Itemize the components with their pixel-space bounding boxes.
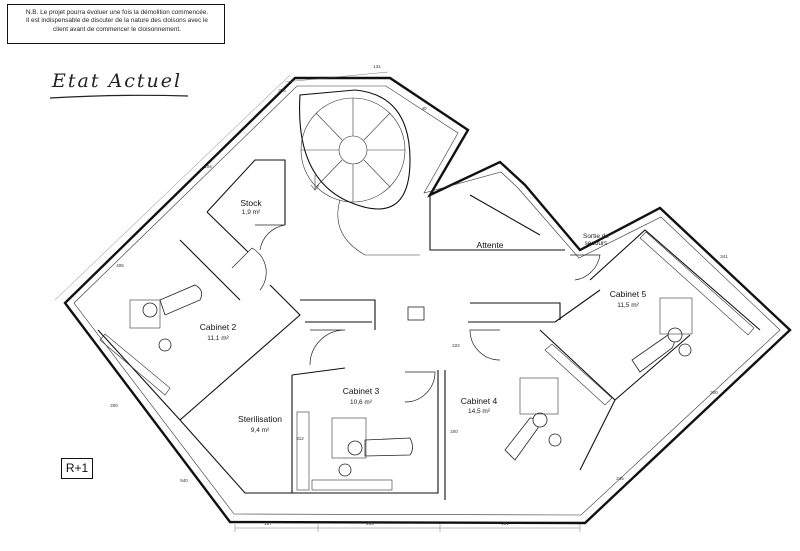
title-underline — [49, 94, 189, 99]
plan-title: Etat Actuel — [52, 70, 183, 92]
interior-walls — [97, 159, 761, 500]
room-cabinet3-name: Cabinet 3 — [343, 386, 380, 396]
dim-131: 131 — [373, 64, 381, 69]
room-labels: Stock 1,9 m² Attente Sortie de secours C… — [200, 198, 647, 434]
room-cabinet5-area: 11,5 m² — [617, 302, 639, 309]
exterior-walls — [63, 76, 792, 525]
room-sterilisation-area: 9,4 m² — [251, 427, 270, 434]
room-cabinet2-area: 11,1 m² — [207, 335, 229, 342]
note-box: N.B. Le projet pourra évoluer une fois l… — [7, 4, 225, 44]
dental-chair-cabinet5 — [631, 297, 693, 373]
level-label: R+1 — [61, 458, 93, 479]
room-cabinet4-area: 14,5 m² — [468, 408, 491, 415]
dim-104: 104 — [204, 164, 212, 169]
dim-325: 325 — [278, 88, 286, 93]
dim-200-left: 200 — [110, 403, 118, 408]
room-attente-name: Attente — [477, 240, 504, 250]
sortie-line1: Sortie de — [583, 233, 609, 240]
dim-406: 406 — [116, 263, 124, 268]
dim-40: 40 — [421, 106, 427, 111]
room-cabinet5-name: Cabinet 5 — [610, 289, 647, 299]
dimension-lines — [54, 71, 581, 532]
column — [407, 306, 425, 321]
doors — [231, 224, 601, 403]
dental-chair-cabinet4 — [504, 377, 562, 461]
dim-107: 107 — [264, 521, 272, 526]
dim-291: 291 — [501, 521, 509, 526]
dimension-labels: 325 131 40 104 406 341 200 540 222 200 2… — [110, 64, 728, 526]
dim-540: 540 — [180, 478, 188, 483]
dim-312: 312 — [296, 436, 304, 441]
dim-200-right: 200 — [710, 390, 718, 395]
room-sterilisation-name: Sterilisation — [238, 414, 282, 424]
note-text: N.B. Le projet pourra évoluer une fois l… — [12, 9, 222, 34]
dental-chair-cabinet2 — [129, 284, 203, 352]
spiral-staircase — [298, 89, 420, 256]
note-line-3: client avant de commencer le cloisonneme… — [53, 25, 181, 33]
dim-222: 222 — [452, 343, 460, 348]
dim-245: 245 — [616, 476, 624, 481]
dim-205: 205 — [366, 521, 374, 526]
room-cabinet4-name: Cabinet 4 — [461, 396, 498, 406]
room-cabinet3-area: 10,6 m² — [350, 399, 373, 406]
room-stock-area: 1,9 m² — [242, 209, 261, 216]
dental-chair-cabinet3 — [331, 417, 413, 477]
counters — [99, 231, 755, 491]
sortie-line2: secours — [585, 240, 609, 247]
note-line-2: Il est indispensable de discuter de la n… — [26, 17, 208, 25]
room-stock-name: Stock — [240, 198, 262, 208]
room-cabinet2-name: Cabinet 2 — [200, 322, 237, 332]
dim-200-mid: 200 — [450, 429, 458, 434]
dim-341: 341 — [720, 254, 728, 259]
note-line-1: N.B. Le projet pourra évoluer une fois l… — [25, 9, 209, 16]
